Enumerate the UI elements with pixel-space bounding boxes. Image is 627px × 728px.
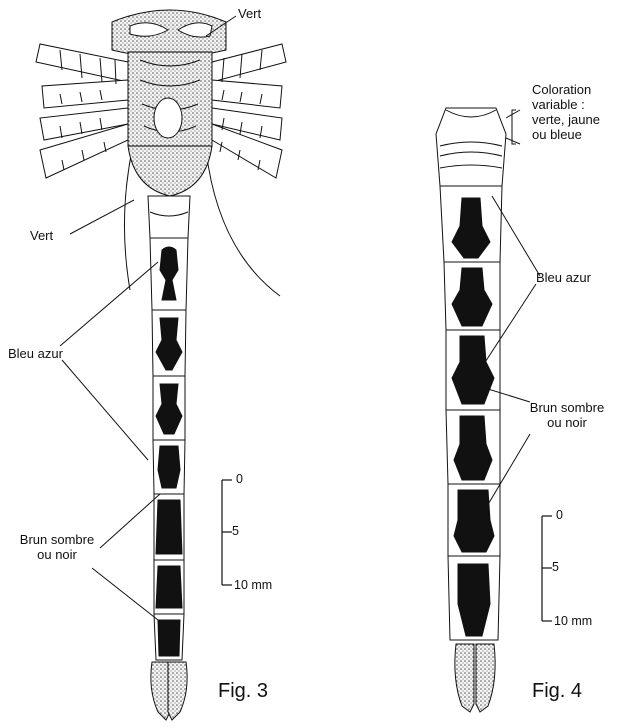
scale4-tick-0: 0 — [556, 508, 563, 522]
fig3-left-wings — [36, 44, 128, 178]
label-coloration: Coloration variable : verte, jaune ou bl… — [532, 82, 600, 142]
fig3-drawing — [36, 10, 286, 720]
label-bleu-azur-fig3: Bleu azur — [8, 346, 63, 361]
label-coloration-line2: variable : — [532, 97, 600, 112]
label-brun-fig4-line1: Brun sombre — [520, 400, 614, 415]
scale-bar-fig4 — [542, 516, 552, 621]
fig4-drawing — [436, 108, 506, 712]
scale4-tick-10: 10 mm — [554, 614, 592, 628]
label-coloration-line1: Coloration — [532, 82, 600, 97]
figure-3-title: Fig. 3 — [218, 680, 268, 702]
scale3-tick-0: 0 — [236, 472, 243, 486]
scale4-tick-5: 5 — [552, 560, 559, 574]
label-coloration-line3: verte, jaune — [532, 112, 600, 127]
fig3-right-wings — [212, 44, 286, 178]
scale3-tick-5: 5 — [232, 524, 239, 538]
label-brun-fig4-line2: ou noir — [520, 415, 614, 430]
label-brun-fig3-line1: Brun sombre — [10, 532, 104, 547]
figure-4-title: Fig. 4 — [532, 680, 582, 702]
scale-bar-fig3 — [222, 480, 232, 585]
label-bleu-azur-fig4: Bleu azur — [536, 270, 591, 285]
label-coloration-line4: ou bleue — [532, 127, 600, 142]
label-brun-fig4: Brun sombre ou noir — [520, 400, 614, 430]
scale3-tick-10: 10 mm — [234, 578, 272, 592]
label-brun-fig3: Brun sombre ou noir — [10, 532, 104, 562]
label-vert-head: Vert — [238, 6, 261, 21]
label-vert-thorax: Vert — [30, 228, 53, 243]
label-brun-fig3-line2: ou noir — [10, 547, 104, 562]
